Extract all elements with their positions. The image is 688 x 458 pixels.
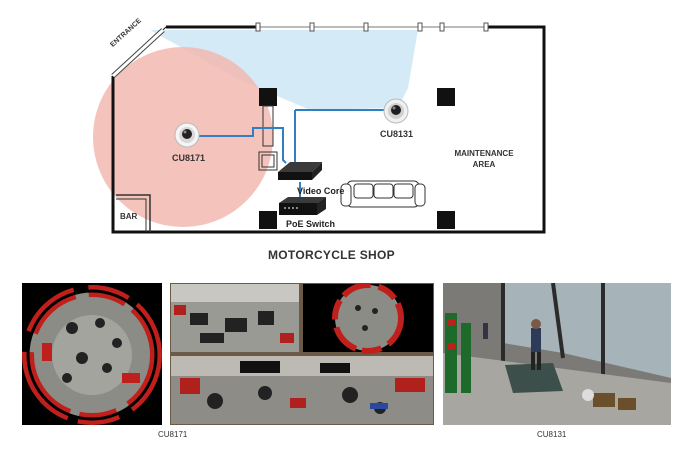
- cu8171-fisheye-view: [22, 283, 162, 425]
- maintenance-area-line2: AREA: [472, 160, 496, 169]
- cu8131-camera-label: CU8131: [380, 129, 414, 139]
- cu8171-dewarped-view: [170, 283, 434, 425]
- display-stand: [258, 105, 278, 171]
- cu8171-view-caption: CU8171: [158, 430, 188, 439]
- cu8171-camera-icon[interactable]: [174, 122, 200, 148]
- pillars: [259, 88, 455, 229]
- poe-switch-label: PoE Switch: [286, 219, 336, 229]
- floor-plan-title: MOTORCYCLE SHOP: [268, 248, 395, 262]
- floor-plan: [93, 22, 546, 234]
- entrance-door: [111, 28, 165, 78]
- video-core-label: Video Core: [297, 186, 345, 196]
- poe-switch-device: [279, 197, 326, 215]
- cu8131-camera-icon[interactable]: [383, 98, 409, 124]
- top-windows: [255, 22, 489, 32]
- bar-counter: [116, 194, 151, 232]
- cu8131-dome-view: [443, 283, 671, 425]
- bar-label: BAR: [120, 212, 138, 221]
- sofa: [340, 180, 426, 208]
- maintenance-area-line1: MAINTENANCE: [454, 149, 514, 158]
- cu8171-camera-label: CU8171: [172, 153, 206, 163]
- video-core-device: [278, 162, 322, 180]
- cu8131-view-caption: CU8131: [537, 430, 567, 439]
- cu8131-coverage-zone: [150, 30, 418, 110]
- maintenance-area-label: MAINTENANCE AREA: [450, 148, 518, 170]
